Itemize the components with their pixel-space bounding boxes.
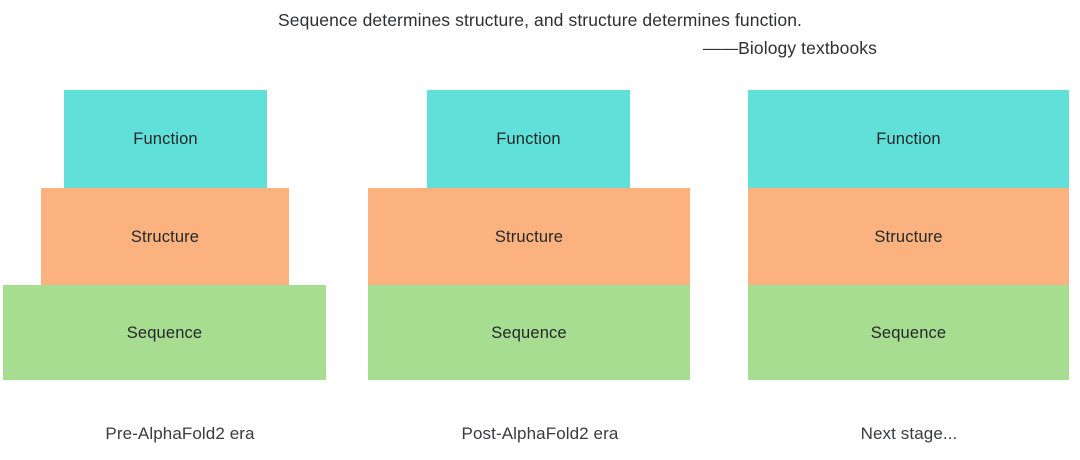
quote-block: Sequence determines structure, and struc… (0, 8, 1080, 68)
quote-text: Sequence determines structure, and struc… (278, 10, 802, 30)
tier-sequence-pre-alphafold2[interactable]: Sequence (3, 285, 326, 380)
tier-label-structure: Structure (494, 227, 564, 246)
caption-pre-alphafold2: Pre-AlphaFold2 era (105, 424, 255, 443)
tier-label-sequence: Sequence (126, 323, 203, 342)
tier-label-structure: Structure (130, 227, 200, 246)
quote-attribution: ——Biology textbooks (702, 38, 877, 58)
tier-structure-pre-alphafold2[interactable]: Structure (41, 188, 289, 285)
tier-label-sequence: Sequence (870, 323, 947, 342)
tier-label-function: Function (133, 130, 198, 148)
tier-label-structure: Structure (874, 227, 943, 246)
tier-function-pre-alphafold2[interactable]: Function (64, 90, 267, 188)
tier-structure-post-alphafold2[interactable]: Structure (368, 188, 690, 285)
tier-function-next-stage[interactable]: Function (748, 90, 1069, 188)
tier-structure-next-stage[interactable]: Structure (748, 188, 1069, 285)
caption-next-stage: Next stage... (860, 424, 958, 443)
tier-label-function: Function (876, 130, 941, 148)
tier-label-function: Function (496, 130, 561, 148)
caption-post-alphafold2: Post-AlphaFold2 era (461, 424, 619, 443)
tier-sequence-next-stage[interactable]: Sequence (748, 285, 1069, 380)
tier-sequence-post-alphafold2[interactable]: Sequence (368, 285, 690, 380)
tier-function-post-alphafold2[interactable]: Function (427, 90, 630, 188)
tier-label-sequence: Sequence (491, 323, 567, 342)
